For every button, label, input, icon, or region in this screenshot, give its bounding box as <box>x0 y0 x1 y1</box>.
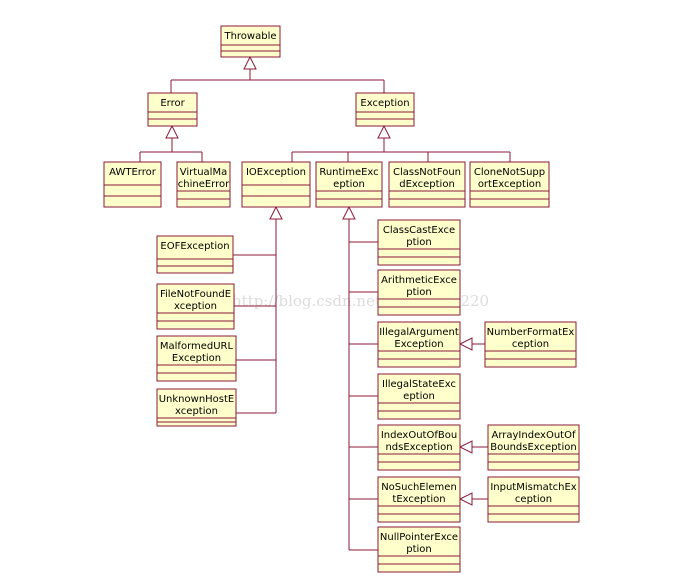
class-name-line: ption <box>406 544 432 555</box>
class-name-line: tException <box>392 494 445 505</box>
class-name-line: eption <box>403 391 435 402</box>
class-name-line: IllegalArgument <box>379 327 459 338</box>
class-name-line: ClassNotFoun <box>393 167 461 178</box>
class-box-frame <box>156 388 237 427</box>
class-name-line: eption <box>333 179 365 190</box>
class-name-line: ArrayIndexOutOf <box>492 430 576 441</box>
class-name-line: Exception <box>394 339 443 350</box>
class-box-eof-exception: EOFException <box>156 235 234 274</box>
class-name-line: InputMismatchEx <box>490 482 576 493</box>
class-name-line: NullPointerExce <box>380 532 458 543</box>
class-name-line: IllegalStateExc <box>382 379 456 390</box>
class-name-line: Throwable <box>223 31 276 42</box>
class-box-throwable: Throwable <box>220 25 281 58</box>
class-name-line: CloneNotSupp <box>474 167 545 178</box>
class-name-line: UnknownHostE <box>159 394 235 405</box>
class-name-line: Exception <box>172 353 221 364</box>
class-name-line: RuntimeExc <box>319 167 378 178</box>
class-name-line: IndexOutOfBou <box>381 430 457 441</box>
class-box-frame <box>220 25 281 58</box>
class-name-line: ndsException <box>385 442 452 453</box>
class-box-exception: Exception <box>355 92 415 127</box>
class-name-line: ption <box>406 287 432 298</box>
class-name-line: FileNotFoundE <box>160 289 231 300</box>
inheritance-arrow-exception <box>377 124 391 139</box>
inheritance-arrow-throwable <box>243 55 257 70</box>
class-box-awt-error: AWTError <box>103 161 162 208</box>
class-name-line: BoundsException <box>490 442 576 453</box>
class-name-line: IOException <box>246 167 306 178</box>
class-name-line: ortException <box>478 179 541 190</box>
class-name-line: Exception <box>360 98 409 109</box>
class-name-line: chineError <box>178 179 230 190</box>
class-name-line: dException <box>399 179 455 190</box>
inheritance-arrow-runtimeexception <box>342 205 356 220</box>
inheritance-connectors <box>139 55 511 551</box>
class-name-line: VirtualMa <box>180 167 227 178</box>
class-name-line: ception <box>515 494 552 505</box>
class-box-error: Error <box>147 92 198 127</box>
class-name-line: NumberFormatEx <box>487 327 575 338</box>
class-name-line: xception <box>175 406 218 417</box>
class-box-frame <box>355 92 415 127</box>
class-name-line: xception <box>174 301 217 312</box>
class-name-line: ception <box>512 339 549 350</box>
class-name-line: Error <box>160 98 185 109</box>
class-name-line: ption <box>406 237 432 248</box>
inheritance-arrow-illegalargument <box>458 337 473 351</box>
class-box-frame <box>156 235 234 274</box>
inheritance-arrow-error <box>165 124 179 139</box>
class-box-frame <box>147 92 198 127</box>
class-name-line: ClassCastExce <box>383 225 455 236</box>
class-name-line: AWTError <box>109 167 157 178</box>
class-box-io-exception: IOException <box>241 161 311 208</box>
inheritance-arrow-indexoutofbounds <box>458 440 473 454</box>
class-name-line: MalformedURL <box>160 341 234 352</box>
class-name-line: EOFException <box>160 241 229 252</box>
class-name-line: NoSuchElemen <box>381 482 457 493</box>
inheritance-arrow-ioexception <box>269 205 283 220</box>
inheritance-arrow-nosuchelement <box>458 492 473 506</box>
class-name-line: ArithmeticExce <box>381 275 457 286</box>
